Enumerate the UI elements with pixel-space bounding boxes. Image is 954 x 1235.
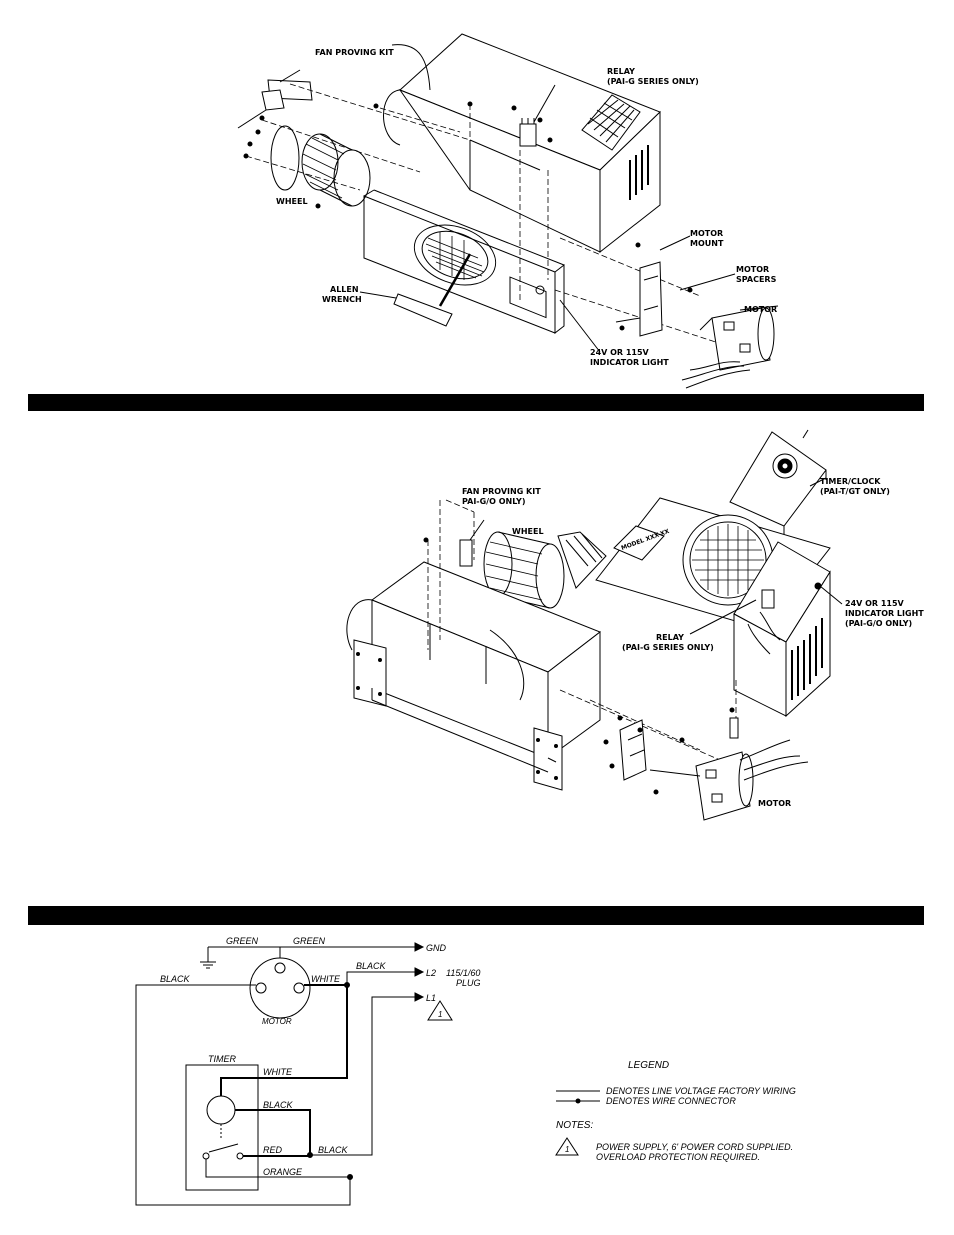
label-timer: TIMER bbox=[208, 1054, 236, 1064]
legend: LEGEND DENOTES LINE VOLTAGE FACTORY WIRI… bbox=[555, 1060, 796, 1162]
label-indicator-voltage: 24V OR 115V bbox=[590, 348, 650, 357]
wire-orange bbox=[205, 1159, 350, 1178]
blower-wheel-2 bbox=[483, 531, 607, 609]
label-black-left: BLACK bbox=[160, 974, 191, 984]
wire-black-l1 bbox=[310, 996, 415, 1156]
fan-proving-kit-2 bbox=[459, 519, 485, 567]
timer-contact-2 bbox=[236, 1152, 244, 1160]
fan-proving-kit bbox=[237, 69, 313, 129]
figure1-labels: FAN PROVING KIT RELAY (PAI-G SERIES ONLY… bbox=[276, 48, 777, 367]
legend-note-1a: POWER SUPPLY, 6' POWER CORD SUPPLIED. bbox=[596, 1142, 793, 1152]
label-fan-proving-kit-2: FAN PROVING KIT bbox=[462, 487, 541, 496]
legend-note-1b: OVERLOAD PROTECTION REQUIRED. bbox=[596, 1152, 760, 1162]
relay-grille bbox=[581, 94, 649, 200]
label-indicator-models: (PAI-G/O ONLY) bbox=[845, 619, 912, 628]
main-housing bbox=[346, 561, 602, 791]
label-plug: PLUG bbox=[456, 978, 481, 988]
front-panel bbox=[363, 189, 565, 335]
motor-part bbox=[681, 305, 779, 389]
ground-symbol bbox=[200, 947, 216, 969]
motor-mount bbox=[615, 235, 736, 337]
label-indicator-light: INDICATOR LIGHT bbox=[590, 358, 669, 367]
note-triangle bbox=[427, 1000, 453, 1021]
legend-connector-dot bbox=[575, 1098, 581, 1104]
control-box bbox=[733, 541, 831, 718]
label-black-red: BLACK bbox=[318, 1145, 349, 1155]
label-timer-models: (PAI-T/GT ONLY) bbox=[820, 487, 890, 496]
legend-notes-title: NOTES: bbox=[556, 1120, 593, 1131]
timer-white-in bbox=[220, 1077, 262, 1096]
screws-2 bbox=[423, 537, 735, 795]
label-relay: RELAY bbox=[607, 67, 635, 76]
label-red: RED bbox=[263, 1145, 283, 1155]
relay-part bbox=[519, 84, 556, 147]
timer-switch bbox=[208, 1143, 239, 1153]
motor-mount-2 bbox=[619, 719, 647, 781]
arrow-l2 bbox=[414, 967, 425, 977]
connector-white bbox=[344, 982, 350, 988]
timer-contact-1 bbox=[202, 1152, 210, 1160]
assembly-lines bbox=[245, 83, 726, 346]
label-relay-series: (PAI-G SERIES ONLY) bbox=[607, 77, 699, 86]
label-motor-spacers-2: SPACERS bbox=[736, 275, 777, 284]
label-l1: L1 bbox=[426, 993, 436, 1003]
label-timer-clock: TIMER/CLOCK bbox=[820, 477, 881, 486]
label-white-motor: WHITE bbox=[311, 974, 341, 984]
arrow-l1 bbox=[414, 992, 425, 1002]
label-fan-proving-kit: FAN PROVING KIT bbox=[315, 48, 394, 57]
label-gnd: GND bbox=[426, 943, 447, 953]
legend-connector: DENOTES WIRE CONNECTOR bbox=[606, 1096, 736, 1106]
blower-wheel bbox=[270, 125, 371, 209]
label-indicator-light-2: INDICATOR LIGHT bbox=[845, 609, 924, 618]
label-green-2: GREEN bbox=[293, 936, 326, 946]
connector-red bbox=[307, 1152, 313, 1158]
exploded-view-middle bbox=[346, 429, 843, 821]
wire-black-l2 bbox=[346, 971, 415, 985]
connector-orange bbox=[347, 1174, 353, 1180]
allen-wrench bbox=[359, 253, 472, 327]
legend-note-symbol: 1 bbox=[565, 1145, 569, 1154]
label-wrench: WRENCH bbox=[322, 295, 362, 304]
exploded-view-top bbox=[237, 33, 779, 389]
label-black-timer: BLACK bbox=[263, 1100, 294, 1110]
section-bar-top bbox=[28, 394, 924, 411]
legend-title: LEGEND bbox=[628, 1060, 669, 1071]
label-motor-mount: MOTOR bbox=[690, 229, 723, 238]
label-motor: MOTOR bbox=[744, 305, 777, 314]
label-supply: 115/1/60 bbox=[446, 968, 480, 978]
arrow-gnd bbox=[414, 942, 425, 952]
label-black-top: BLACK bbox=[356, 961, 387, 971]
label-relay-series-2: (PAI-G SERIES ONLY) bbox=[622, 643, 714, 652]
label-indicator-voltage-2: 24V OR 115V bbox=[845, 599, 905, 608]
label-wheel-2: WHEEL bbox=[512, 527, 544, 536]
wire-black-left bbox=[135, 984, 351, 1206]
motor-symbol bbox=[249, 957, 311, 1019]
wire-black-timer bbox=[235, 1109, 311, 1155]
timer-motor bbox=[206, 1095, 236, 1125]
label-note-symbol: 1 bbox=[438, 1010, 442, 1019]
label-allen: ALLEN bbox=[330, 285, 359, 294]
wire-white-timer bbox=[262, 985, 348, 1079]
legend-note-triangle bbox=[555, 1137, 579, 1156]
label-motor-mount-2: MOUNT bbox=[690, 239, 724, 248]
label-motor-wiring: MOTOR bbox=[262, 1017, 292, 1026]
section-bar-bottom bbox=[28, 906, 924, 925]
label-green-1: GREEN bbox=[226, 936, 259, 946]
label-orange: ORANGE bbox=[263, 1167, 303, 1177]
label-wheel: WHEEL bbox=[276, 197, 308, 206]
label-motor-spacers: MOTOR bbox=[736, 265, 769, 274]
label-white-timer: WHITE bbox=[263, 1067, 293, 1077]
label-fan-proving-kit-models: PAI-G/O ONLY) bbox=[462, 497, 526, 506]
wiring-labels: GREEN GREEN GND BLACK WHITE BLACK L2 115… bbox=[160, 936, 481, 1177]
label-motor-2: MOTOR bbox=[758, 799, 791, 808]
label-l2: L2 bbox=[426, 968, 436, 978]
wiring-diagram bbox=[135, 942, 453, 1206]
legend-line-voltage: DENOTES LINE VOLTAGE FACTORY WIRING bbox=[606, 1086, 796, 1096]
label-relay-2: RELAY bbox=[656, 633, 684, 642]
motor-part-2 bbox=[649, 717, 809, 821]
